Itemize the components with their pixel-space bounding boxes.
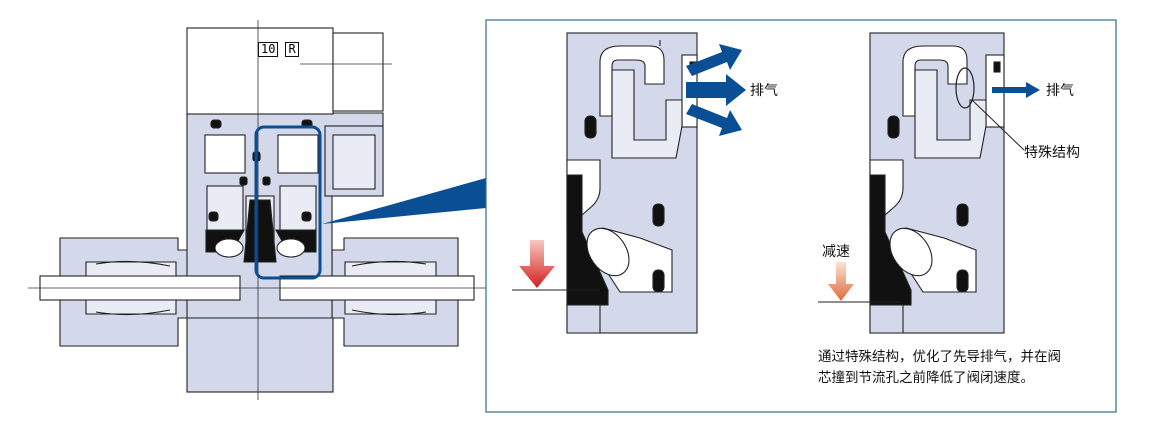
valve-cross-section <box>39 27 475 393</box>
marking-letter: R <box>285 42 299 57</box>
center-lines <box>28 20 486 400</box>
detail-view-1 <box>566 32 698 334</box>
caption-line-2: 芯撞到节流孔之前降低了阀闭速度。 <box>818 370 1034 386</box>
caption: 通过特殊结构，优化了先导排气，并在阀 芯撞到节流孔之前降低了阀闭速度。 <box>818 347 1118 389</box>
orange-deceleration-arrow-icon <box>828 262 854 301</box>
zoom-callout <box>322 178 486 224</box>
body-marking: 10 R <box>258 42 306 57</box>
marking-number: 10 <box>258 42 279 57</box>
highlight-frame <box>254 125 322 280</box>
red-arrow-icon <box>519 240 555 288</box>
exhaust-arrows-large <box>686 44 746 136</box>
caption-line-1: 通过特殊结构，优化了先导排气，并在阀 <box>818 349 1061 365</box>
exhaust-label-right: 排气 <box>1046 83 1074 99</box>
detail-view-2 <box>869 32 1025 334</box>
special-structure-label: 特殊结构 <box>1024 145 1080 161</box>
exhaust-label-left: 排气 <box>750 83 778 99</box>
deceleration-label: 减速 <box>822 244 850 260</box>
exhaust-arrow-small <box>992 82 1040 98</box>
